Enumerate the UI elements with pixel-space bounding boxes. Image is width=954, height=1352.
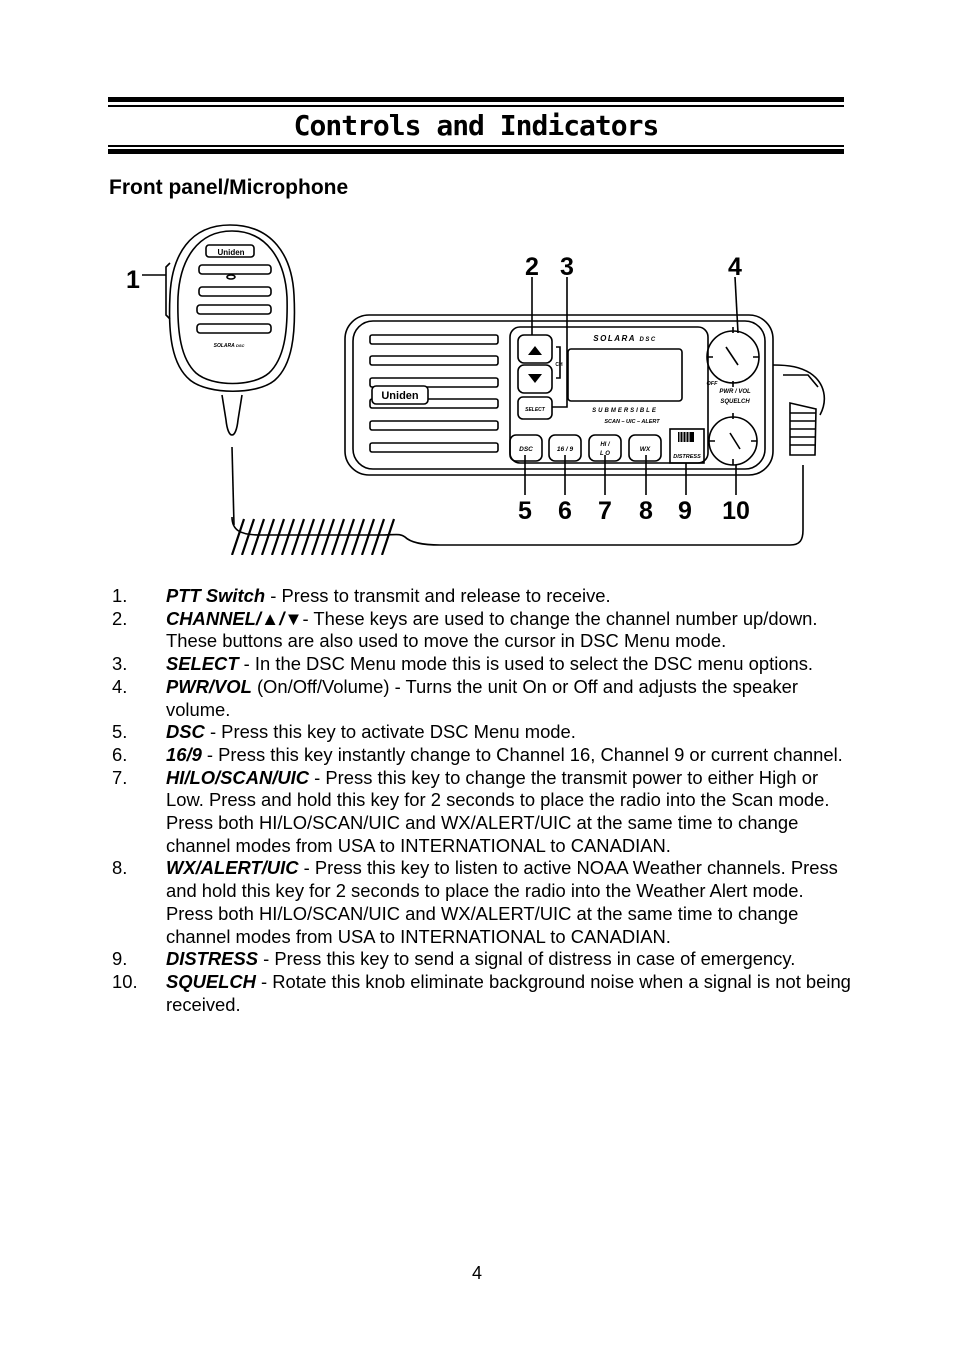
distress-button [669, 428, 705, 464]
mic-model: SOLARA DSC [214, 343, 245, 349]
list-item: 2. CHANNEL/▲/▼- These keys are used to c… [112, 608, 852, 653]
list-item-number: 10. [112, 970, 138, 992]
list-item-text: SQUELCH - Rotate this knob eliminate bac… [166, 971, 852, 1016]
list-item-desc: - Press this key to send a signal of dis… [257, 948, 796, 970]
list-item-desc: - Press this key to listen to active NOA… [166, 857, 838, 947]
list-item-number: 8. [112, 857, 128, 879]
sixteen-nine-button-label: 16 / 9 [557, 446, 574, 453]
callout-2: 2 [525, 253, 539, 281]
list-item-desc: - In the DSC Menu mode this is used to s… [238, 653, 814, 675]
list-item-desc: - Press this key to activate DSC Menu mo… [204, 721, 576, 743]
off-label: OFF [707, 381, 719, 387]
microphone-body [168, 224, 296, 393]
lcd-display [567, 348, 683, 402]
list-item-text: HI/LO/SCAN/UIC - Press this key to chang… [166, 767, 852, 858]
list-item: 7. HI/LO/SCAN/UIC - Press this key to ch… [112, 767, 852, 858]
callout-9: 9 [678, 497, 692, 525]
hi-lo-button-label-top: HI / [600, 442, 611, 448]
callout-7: 7 [598, 497, 612, 525]
controls-list: 1. PTT Switch - Press to transmit and re… [112, 585, 852, 1016]
list-item-text: DSC - Press this key to activate DSC Men… [166, 721, 852, 744]
list-item: 5. DSC - Press this key to activate DSC … [112, 721, 852, 744]
callout-4: 4 [728, 253, 742, 281]
wx-button-label: WX [640, 446, 651, 453]
list-item-text: PWR/VOL (On/Off/Volume) - Turns the unit… [166, 676, 852, 721]
title-rule-bottom-thick [108, 149, 844, 154]
select-button [517, 396, 553, 420]
squelch-label: SQUELCH [720, 399, 750, 405]
list-item-desc: - Press to transmit and release to recei… [265, 585, 611, 606]
dsc-button-label: DSC [519, 446, 533, 453]
front-panel-diagram: Uniden SOLARA DSC Uniden SOLARA DSC SUBM… [126, 224, 826, 555]
list-item-number: 6. [112, 743, 128, 765]
mic-brand: Uniden [217, 248, 244, 257]
list-item: 10. SQUELCH - Rotate this knob eliminate… [112, 971, 852, 1016]
list-item-desc: - Press this key instantly change to Cha… [201, 743, 843, 765]
list-item: 3. SELECT - In the DSC Menu mode this is… [112, 653, 852, 676]
pwr-vol-label: PWR / VOL [719, 389, 751, 395]
list-item-desc: - Rotate this knob eliminate background … [166, 970, 851, 1015]
list-item-desc: (On/Off/Volume) - Turns the unit On or O… [166, 675, 799, 720]
list-item-term: HI/LO/SCAN/UIC [166, 766, 310, 788]
section-heading: Front panel/Microphone [109, 176, 349, 199]
list-item-term: WX/ALERT/UIC [166, 857, 299, 879]
list-item-term: DSC [166, 721, 205, 743]
squelch-knob [708, 416, 758, 466]
list-item: 9. DISTRESS - Press this key to send a s… [112, 948, 852, 971]
list-item-desc: - Press this key to change the transmit … [166, 766, 830, 856]
list-item-text: CHANNEL/▲/▼- These keys are used to chan… [166, 608, 852, 653]
list-item-term: PWR/VOL [166, 675, 252, 697]
list-item: 8. WX/ALERT/UIC - Press this key to list… [112, 857, 852, 948]
list-item: 1. PTT Switch - Press to transmit and re… [112, 585, 852, 608]
callout-6: 6 [558, 497, 572, 525]
list-item-text: 16/9 - Press this key instantly change t… [166, 744, 852, 767]
list-item-text: SELECT - In the DSC Menu mode this is us… [166, 653, 852, 676]
title-rule-bottom-thin [108, 145, 844, 147]
distress-label: DISTRESS [673, 454, 701, 460]
list-item-number: 5. [112, 721, 128, 743]
list-item: 6. 16/9 - Press this key instantly chang… [112, 744, 852, 767]
list-item-term: SELECT [166, 653, 239, 675]
radio-model: SOLARA DSC [593, 334, 656, 343]
title-rule-top-thick [108, 97, 844, 102]
callout-10: 10 [722, 497, 750, 525]
select-label: SELECT [525, 407, 546, 413]
radio-brand: Uniden [381, 390, 419, 402]
list-item-number: 7. [112, 766, 128, 788]
callout-5: 5 [518, 497, 532, 525]
page-title: Controls and Indicators [293, 109, 660, 142]
hi-lo-button-label-bottom: L O [600, 451, 610, 457]
list-item-desc: - These keys are used to change the chan… [166, 607, 818, 652]
list-item-term: PTT Switch [166, 585, 266, 606]
list-item-number: 4. [112, 675, 128, 697]
channel-up-button [517, 334, 553, 364]
list-item-term: SQUELCH [166, 970, 256, 992]
page-number: 4 [471, 1263, 482, 1283]
list-item-number: 9. [112, 948, 128, 970]
channel-down-button [517, 364, 553, 394]
title-rule-top-thin [108, 105, 844, 107]
list-item-term: 16/9 [166, 743, 202, 765]
callout-1: 1 [126, 266, 140, 294]
list-item-term: DISTRESS [166, 948, 258, 970]
radio-body [344, 314, 774, 476]
list-item-text: WX/ALERT/UIC - Press this key to listen … [166, 857, 852, 948]
list-item-number: 3. [112, 653, 128, 675]
ch-label: CH [555, 362, 563, 368]
list-item-text: DISTRESS - Press this key to send a sign… [166, 948, 852, 971]
submersible-label: SUBMERSIBLE [592, 408, 658, 414]
scan-uic-alert-label: SCAN – UIC – ALERT [604, 419, 660, 425]
list-item-text: PTT Switch - Press to transmit and relea… [166, 585, 852, 608]
list-item: 4. PWR/VOL (On/Off/Volume) - Turns the u… [112, 676, 852, 721]
dsc-button [509, 434, 543, 462]
callout-3: 3 [560, 253, 574, 281]
list-item-number: 1. [112, 585, 128, 606]
wx-button [628, 434, 662, 462]
list-item-number: 2. [112, 607, 128, 629]
callout-8: 8 [639, 497, 653, 525]
list-item-term: CHANNEL/▲/▼ [166, 607, 303, 629]
